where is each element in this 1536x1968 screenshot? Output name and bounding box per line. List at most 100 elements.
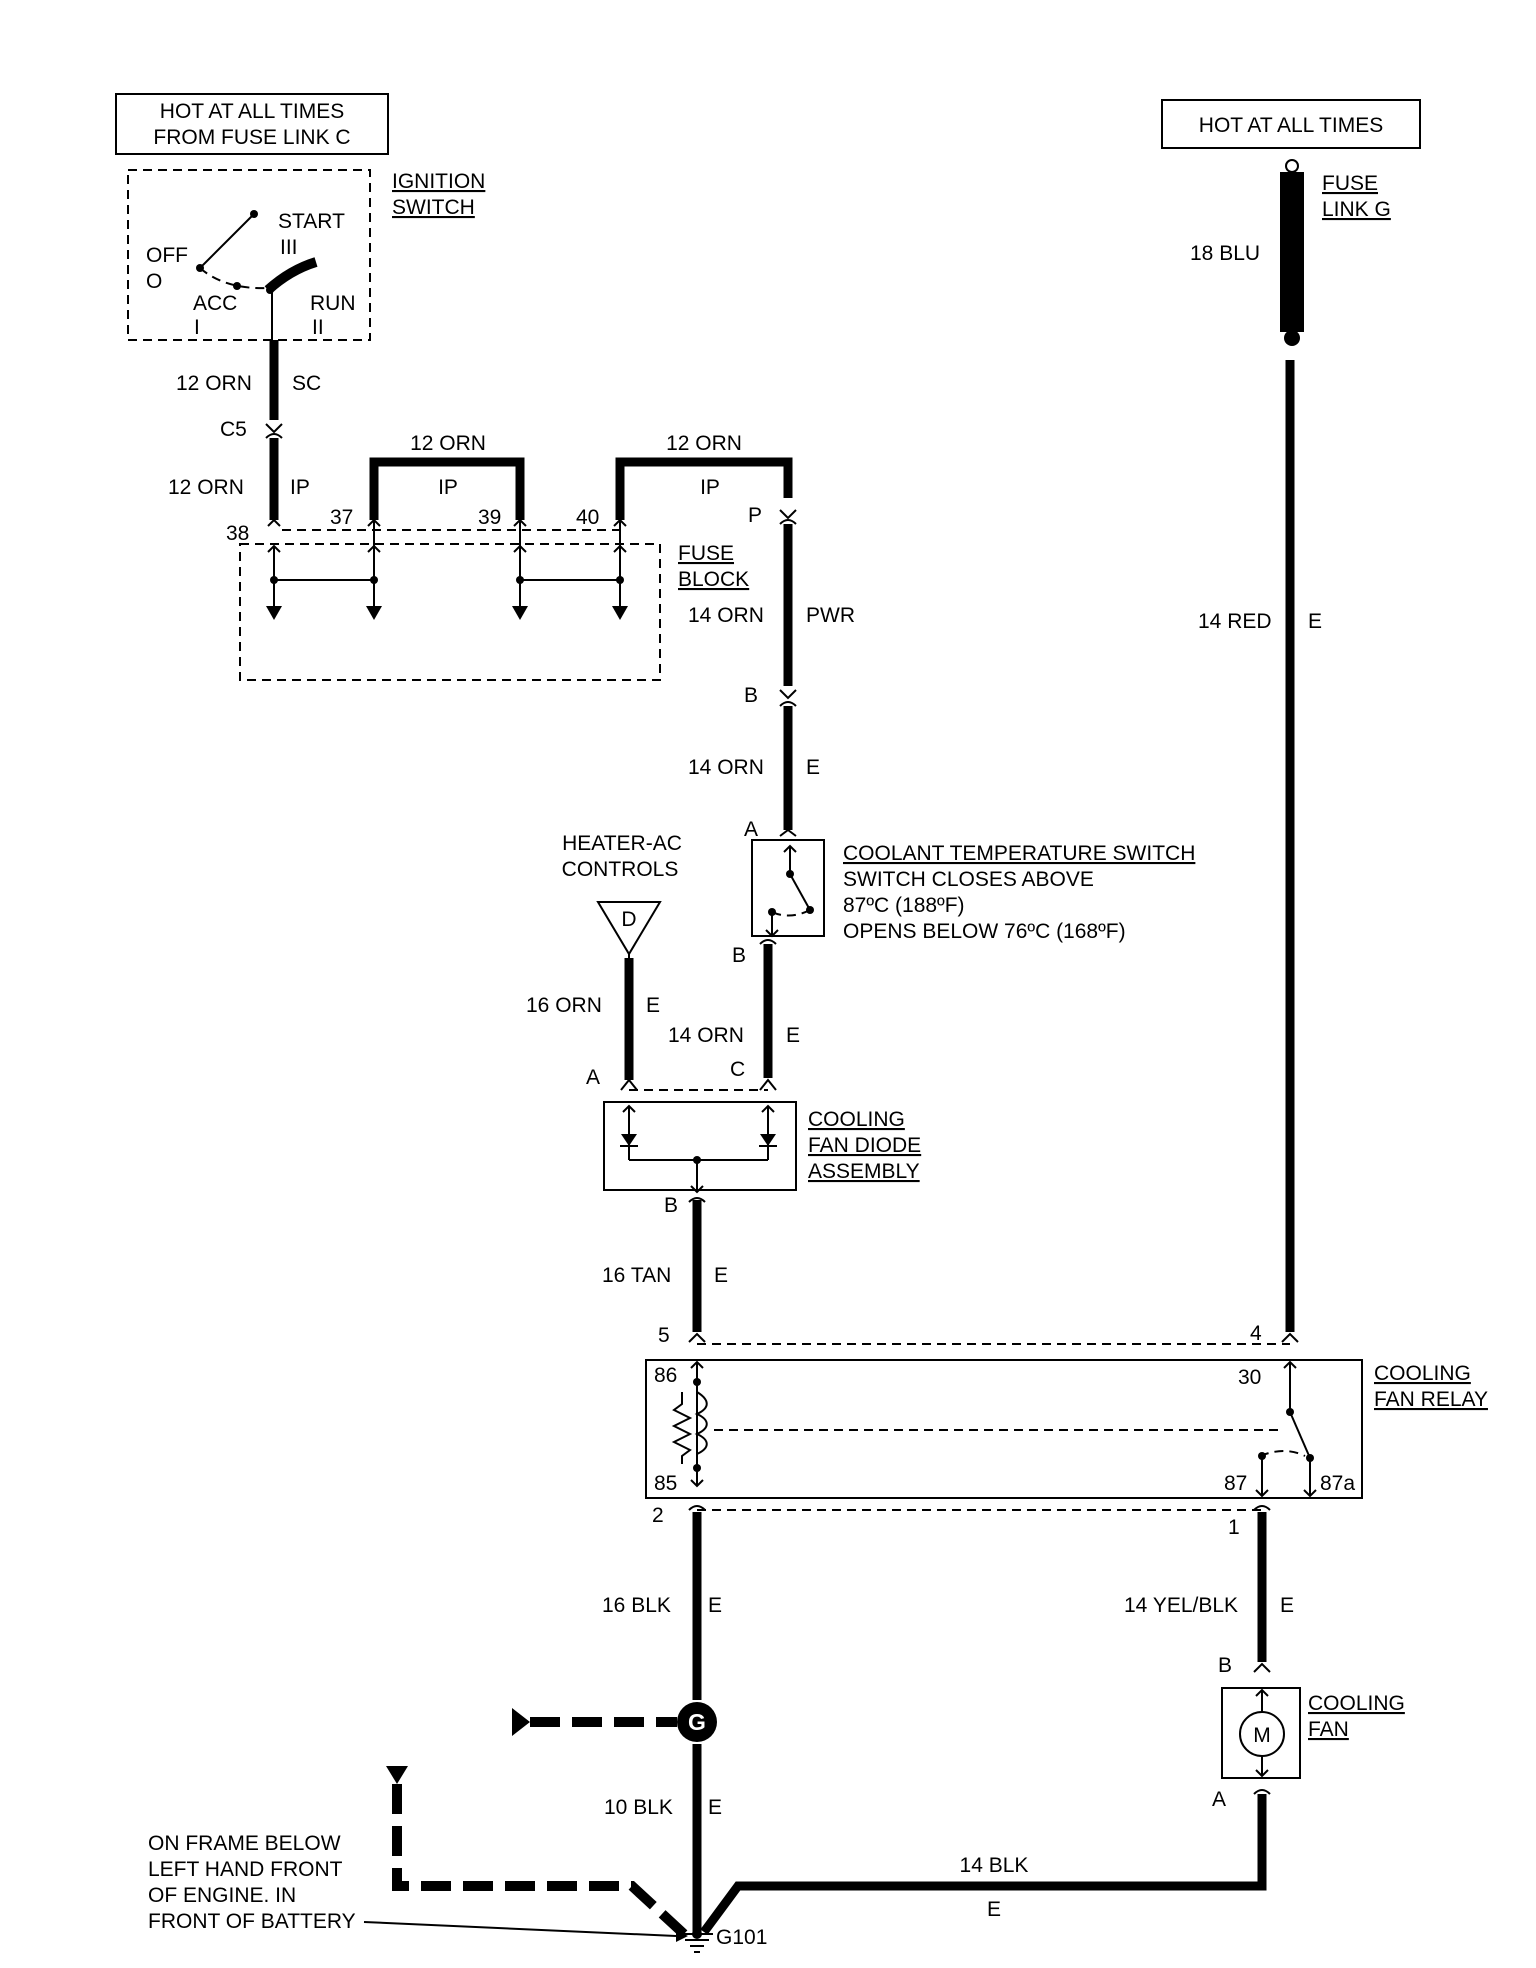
svg-text:IP: IP xyxy=(700,476,720,499)
ground-id: G101 xyxy=(716,1926,767,1949)
svg-text:E: E xyxy=(708,1594,722,1617)
relay-pin-87a: 87a xyxy=(1320,1472,1355,1495)
coolant-temperature-switch: A COOLANT TEMPERATURE SWITCH SWITCH CLOS… xyxy=(732,818,1195,967)
fan-motor-m: M xyxy=(1253,1724,1271,1747)
svg-text:CONTROLS: CONTROLS xyxy=(562,858,679,881)
cooling-fan-title: COOLING xyxy=(1308,1692,1405,1715)
cooling-fan-relay: 5 4 COOLING FAN RELAY 86 85 30 87 87a 2 xyxy=(645,1322,1488,1539)
relay-pin-86: 86 xyxy=(654,1364,677,1387)
tan-wire: 16 TAN E xyxy=(602,1200,728,1343)
svg-text:ASSEMBLY: ASSEMBLY xyxy=(808,1160,920,1183)
svg-text:16 ORN: 16 ORN xyxy=(526,994,602,1017)
connector-c5: C5 xyxy=(220,418,247,441)
svg-text:E: E xyxy=(806,756,820,779)
ignition-switch: IGNITION SWITCH OFF O ACC I START III RU… xyxy=(127,169,485,341)
ign-run-label: RUN xyxy=(310,292,356,315)
ground-g101: G101 ON FRAME BELOW LEFT HAND FRONT OF E… xyxy=(148,1832,767,1953)
ign-acc-label: ACC xyxy=(193,292,237,315)
heater-connector-d: D xyxy=(621,908,636,931)
fuse-link-g-title: FUSE xyxy=(1322,172,1378,195)
svg-text:FRONT OF BATTERY: FRONT OF BATTERY xyxy=(148,1910,356,1933)
fan-relay-title: COOLING xyxy=(1374,1362,1471,1385)
diode-assembly-title: COOLING xyxy=(808,1108,905,1131)
svg-text:LEFT HAND FRONT: LEFT HAND FRONT xyxy=(148,1858,343,1881)
fuse-link-g: FUSE LINK G 18 BLU xyxy=(1190,159,1391,346)
pin-38: 38 xyxy=(226,522,249,545)
svg-text:12 ORN: 12 ORN xyxy=(168,476,244,499)
svg-text:OF ENGINE. IN: OF ENGINE. IN xyxy=(148,1884,296,1907)
svg-text:IP: IP xyxy=(438,476,458,499)
fan-pin-b: B xyxy=(1218,1654,1232,1677)
svg-text:12 ORN: 12 ORN xyxy=(666,432,742,455)
svg-text:16 BLK: 16 BLK xyxy=(602,1594,671,1617)
svg-text:14 ORN: 14 ORN xyxy=(688,604,764,627)
svg-text:14 RED: 14 RED xyxy=(1198,610,1272,633)
svg-text:12 ORN: 12 ORN xyxy=(410,432,486,455)
cooling-fan-motor: B M COOLING FAN A xyxy=(1212,1654,1405,1811)
relay-pin-2: 2 xyxy=(652,1504,664,1527)
switch-pin-a: A xyxy=(744,818,758,841)
ignition-output-wire: 12 ORN SC C5 12 ORN IP xyxy=(168,290,321,527)
pin-37: 37 xyxy=(330,506,353,529)
svg-text:SWITCH: SWITCH xyxy=(392,196,475,219)
fuse-block: 38 37 39 40 FUSE BLOCK xyxy=(226,506,749,681)
svg-text:O: O xyxy=(146,270,162,293)
hot-fuse-link-c-box: HOT AT ALL TIMES FROM FUSE LINK C xyxy=(115,93,389,155)
svg-text:E: E xyxy=(1280,1594,1294,1617)
svg-text:I: I xyxy=(194,316,200,339)
svg-text:87ºC (188ºF): 87ºC (188ºF) xyxy=(843,894,965,917)
jumper-37-39: 12 ORN IP xyxy=(369,432,525,520)
ground-splice-g: G xyxy=(512,1702,717,1742)
diode-pin-b: B xyxy=(664,1194,678,1217)
relay-pin-4: 4 xyxy=(1250,1322,1262,1345)
svg-text:14 ORN: 14 ORN xyxy=(688,756,764,779)
svg-text:SC: SC xyxy=(292,372,321,395)
relay-pin-85: 85 xyxy=(654,1472,677,1495)
svg-text:BLOCK: BLOCK xyxy=(678,568,749,591)
fuse-terminals xyxy=(266,544,628,620)
svg-text:IP: IP xyxy=(290,476,310,499)
svg-text:E: E xyxy=(646,994,660,1017)
fan-pin-a: A xyxy=(1212,1788,1226,1811)
svg-text:SWITCH CLOSES ABOVE: SWITCH CLOSES ABOVE xyxy=(843,868,1094,891)
switch-output-wire: 14 ORN E xyxy=(668,944,800,1091)
diode-pin-c: C xyxy=(730,1058,745,1081)
svg-text:II: II xyxy=(312,316,324,339)
relay-pin-87: 87 xyxy=(1224,1472,1247,1495)
svg-text:14 ORN: 14 ORN xyxy=(668,1024,744,1047)
svg-text:10 BLK: 10 BLK xyxy=(604,1796,673,1819)
relay-pin-30: 30 xyxy=(1238,1366,1261,1389)
jumper-40-p: 12 ORN IP xyxy=(615,432,793,520)
relay-pin-1: 1 xyxy=(1228,1516,1240,1539)
fuse-block-title: FUSE xyxy=(678,542,734,565)
svg-text:HEATER-AC: HEATER-AC xyxy=(562,832,682,855)
ground-note-line-1: ON FRAME BELOW xyxy=(148,1832,341,1855)
svg-text:14 BLK: 14 BLK xyxy=(960,1854,1029,1877)
pin-40: 40 xyxy=(576,506,599,529)
svg-text:LINK G: LINK G xyxy=(1322,198,1391,221)
diode-pin-a: A xyxy=(586,1066,600,1089)
svg-text:G: G xyxy=(688,1709,706,1735)
red-wire: 14 RED E xyxy=(1198,360,1322,1343)
svg-text:HOT AT ALL TIMES: HOT AT ALL TIMES xyxy=(160,100,344,123)
svg-text:E: E xyxy=(714,1264,728,1287)
svg-text:OPENS BELOW 76ºC (168ºF): OPENS BELOW 76ºC (168ºF) xyxy=(843,920,1126,943)
svg-text:FAN: FAN xyxy=(1308,1718,1349,1741)
heater-ac-controls: HEATER-AC CONTROLS D 16 ORN E xyxy=(526,832,682,1091)
cooling-fan-diode-assembly: A C COOLING FAN DIODE ASSEMBLY B xyxy=(586,1058,921,1217)
svg-text:III: III xyxy=(280,236,298,259)
pwr-wire: P 14 ORN PWR B 14 ORN E xyxy=(688,504,855,830)
ignition-switch-title: IGNITION xyxy=(392,170,485,193)
ign-off-label: OFF xyxy=(146,244,188,267)
fuse-link-g-wire: 18 BLU xyxy=(1190,242,1260,265)
yelblk-wire: 14 YEL/BLK E xyxy=(1124,1512,1294,1673)
blk10-wire: 10 BLK E xyxy=(604,1744,722,1932)
ground-branch-dashed xyxy=(386,1766,688,1938)
svg-text:12 ORN: 12 ORN xyxy=(176,372,252,395)
svg-text:16 TAN: 16 TAN xyxy=(602,1264,671,1287)
svg-text:E: E xyxy=(708,1796,722,1819)
pin-b-upper: B xyxy=(744,684,758,707)
blk14-wire: 14 BLK E xyxy=(700,1794,1267,1935)
svg-text:FROM FUSE LINK C: FROM FUSE LINK C xyxy=(153,126,350,149)
